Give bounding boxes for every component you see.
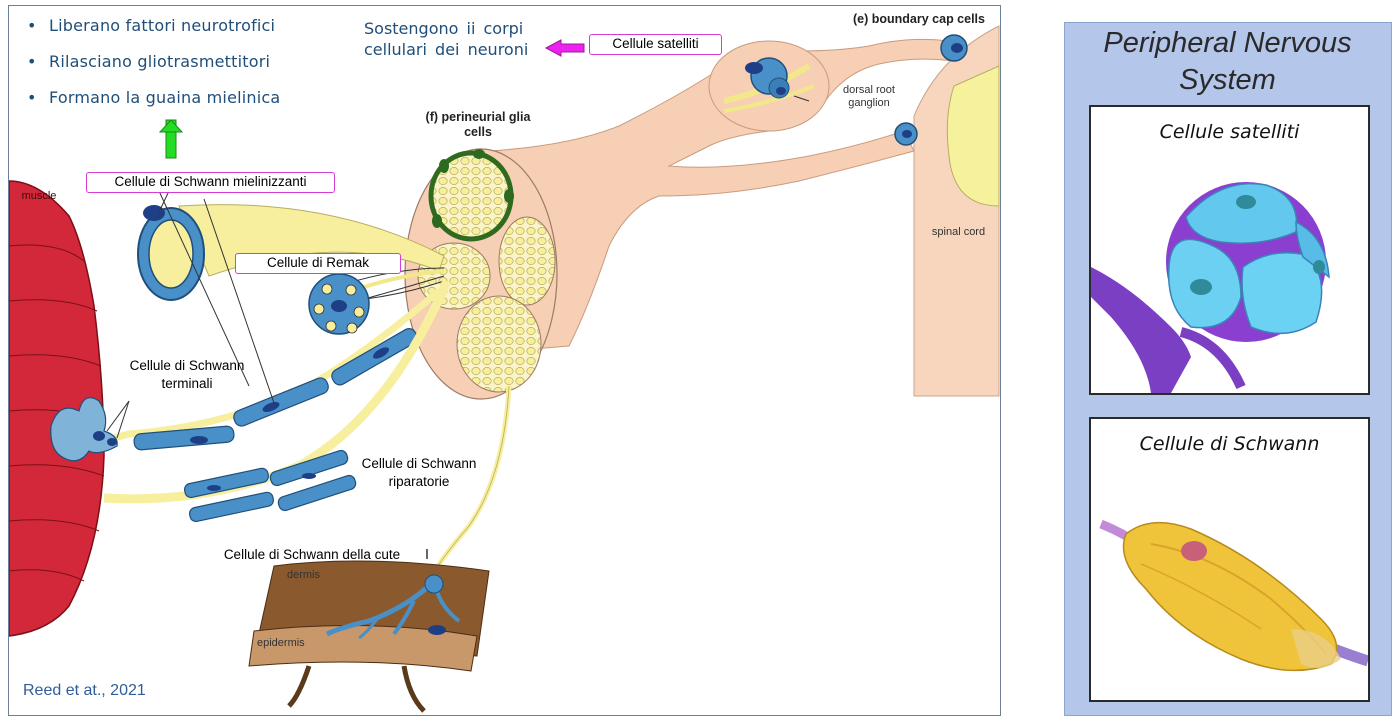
glia-diagram bbox=[9, 25, 1000, 713]
boundary-cap-cells bbox=[894, 34, 968, 146]
schwann-cell-illustration-icon bbox=[1099, 519, 1368, 672]
label-dorsal-root-ganglion: dorsal root ganglion bbox=[843, 84, 895, 109]
label-muscle: muscle bbox=[21, 190, 57, 202]
skin-section bbox=[248, 560, 490, 713]
label-terminal-schwann: Cellule di Schwann terminali bbox=[129, 358, 245, 391]
label-dermis: dermis bbox=[287, 569, 321, 581]
magenta-left-arrow bbox=[544, 39, 585, 57]
label-perineurial-glia: (f) perineurial glia cells bbox=[425, 110, 531, 139]
label-myelinating-schwann: Cellule di Schwann mielinizzanti bbox=[86, 172, 335, 193]
schwann-cells-card-title: Cellule di Schwann bbox=[1139, 433, 1320, 455]
terminal-schwann-axon bbox=[50, 288, 442, 462]
repair-schwann-axon bbox=[103, 279, 452, 523]
function-item: •Formano la guaina mielinica bbox=[27, 88, 281, 107]
green-up-arrow bbox=[158, 119, 184, 159]
label-repair-schwann: Cellule di Schwann riparatorie bbox=[361, 456, 477, 489]
side-panel-title: Peripheral Nervous System bbox=[1103, 27, 1352, 96]
function-item: •Liberano fattori neurotrofici bbox=[27, 16, 276, 35]
satellite-cell-illustration-icon bbox=[1091, 182, 1330, 393]
label-boundary-cap: (e) boundary cap cells bbox=[853, 12, 985, 26]
muscle bbox=[9, 180, 105, 637]
label-epidermis: epidermis bbox=[257, 637, 305, 649]
spinal-cord bbox=[913, 25, 1000, 397]
side-panel: Peripheral Nervous System Cellule satell… bbox=[1064, 22, 1392, 716]
label-skin-schwann: Cellule di Schwann della cute bbox=[223, 547, 401, 562]
function-item: •Rilasciano gliotrasmettitori bbox=[27, 52, 271, 71]
support-text: Sostengono ii corpi cellulari dei neuron… bbox=[364, 19, 529, 59]
function-list: •Liberano fattori neurotrofici •Rilascia… bbox=[21, 16, 351, 124]
satellite-cells-card-title: Cellule satelliti bbox=[1159, 121, 1300, 143]
label-skin-mark: l bbox=[425, 547, 429, 562]
satellite-cells-card: Cellule satelliti bbox=[1089, 105, 1370, 395]
label-spinal-cord: spinal cord bbox=[931, 226, 986, 238]
label-remak-cells: Cellule di Remak bbox=[235, 253, 401, 274]
citation: Reed et at., 2021 bbox=[23, 682, 146, 699]
schwann-cells-card: Cellule di Schwann bbox=[1089, 417, 1370, 702]
diagram-panel: •Liberano fattori neurotrofici •Rilascia… bbox=[8, 5, 1001, 716]
leader-lines bbox=[158, 95, 810, 404]
drg-satellite-cells bbox=[745, 57, 790, 99]
label-satellite-cells: Cellule satelliti bbox=[589, 34, 722, 55]
